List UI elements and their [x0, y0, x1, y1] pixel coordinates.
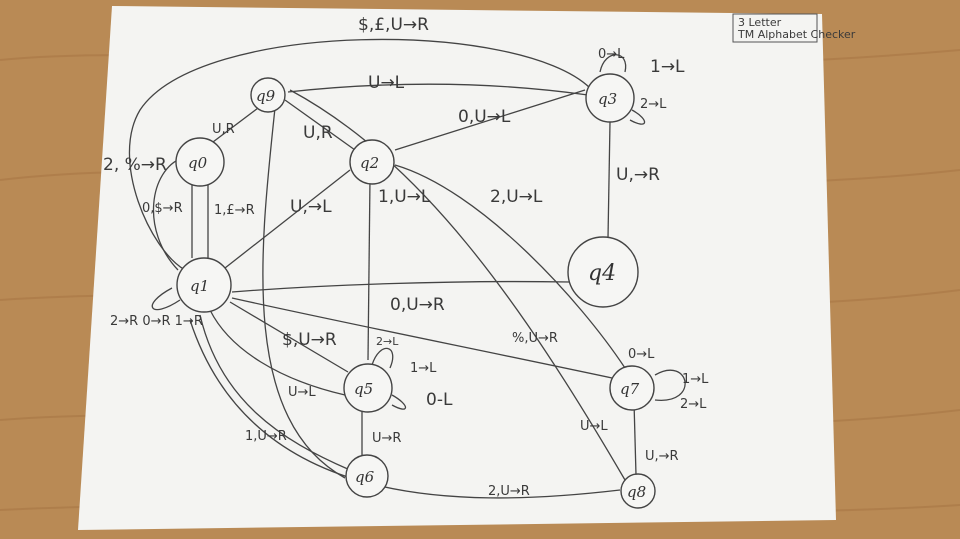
edge-q8-q9: [289, 89, 626, 481]
label-q8-q1: 2,U→R: [488, 484, 530, 499]
edge-q2-q5: [367, 177, 371, 361]
edge-q6-q1: [199, 314, 351, 471]
label-q3-loop-0: 0→L: [598, 47, 625, 62]
loop-q7: [654, 369, 686, 401]
state-q0: q0: [175, 137, 225, 187]
edge-q1-q0: [152, 157, 183, 271]
state-q5-label: q5: [354, 380, 373, 398]
label-q7-loop-1: 1→L: [682, 372, 709, 387]
state-q6-label: q6: [355, 468, 375, 486]
state-q4-label: q4: [588, 261, 616, 286]
edge-q2-q3: [394, 89, 586, 151]
label-q5-q1: U→L: [288, 385, 316, 400]
edge-q3-q4: [607, 121, 611, 239]
label-q3-loop-2: 2→L: [640, 97, 667, 112]
state-q0-label: q0: [188, 154, 208, 172]
label-q8-q9: U→L: [580, 419, 608, 434]
label-q1-q0: 2, %→R: [103, 155, 167, 175]
state-q3: q3: [585, 73, 635, 123]
label-q2-q5: 1,U→L: [378, 187, 431, 207]
edge-q9-q6: [262, 107, 346, 479]
label-q2-q7: 2,U→L: [490, 187, 543, 207]
state-q5: q5: [343, 363, 393, 413]
label-q6-q1: 1,U→R: [245, 429, 287, 444]
loop-q5-right: [391, 394, 407, 410]
edge-q4-q1: [231, 280, 571, 293]
note-line-2: TM Alphabet Checker: [737, 28, 856, 41]
transition-labels: $,£,U→R U,R 0,$→R 1,£→R 2, %→R U,→L U,R …: [103, 15, 709, 499]
state-q1: q1: [176, 257, 232, 313]
edge-q1-q5: [229, 301, 349, 373]
edge-q2-q9: [284, 99, 356, 151]
label-q3-q4: U,→R: [616, 165, 660, 185]
edge-q3-q9: [287, 83, 589, 96]
edge-q5-q1: [209, 309, 346, 396]
edge-q2-q7: [394, 164, 626, 369]
label-q5-loop-0: 0-L: [426, 390, 453, 410]
label-q7-q1: %,U→R: [512, 331, 558, 346]
loop-q3-right: [629, 109, 646, 125]
state-q8: q8: [620, 473, 656, 509]
state-q1-label: q1: [190, 277, 209, 295]
state-q4: q4: [567, 236, 639, 308]
edge-q1-q2: [224, 169, 351, 269]
edge-q7-q1: [231, 297, 613, 379]
label-q3-q9: U→L: [368, 73, 405, 93]
label-q7-q8: U,→R: [645, 449, 679, 464]
label-q7-loop-0: 0→L: [628, 347, 655, 362]
loop-q5-top: [371, 347, 394, 369]
edge-q0-q9: [204, 104, 263, 149]
note-line-1: 3 Letter: [738, 16, 782, 29]
label-top-loop: $,£,U→R: [358, 15, 429, 35]
transition-edges: [128, 38, 686, 499]
state-q9-label: q9: [256, 87, 276, 105]
state-q3-label: q3: [598, 90, 617, 108]
label-q1-q2: U,→L: [290, 197, 332, 217]
loop-q3: [599, 54, 627, 73]
loop-q1: [151, 287, 181, 311]
state-q6: q6: [345, 454, 389, 498]
label-q0-q1-a: 0,$→R: [142, 201, 183, 216]
corner-note: 3 Letter TM Alphabet Checker: [732, 13, 856, 43]
label-q5-q6: U→R: [372, 431, 401, 446]
label-q1-loops: 2→R 0→R 1→R: [110, 314, 203, 329]
state-q2: q2: [349, 139, 395, 185]
label-q3-loop-1: 1→L: [650, 57, 685, 77]
state-q2-label: q2: [360, 154, 379, 172]
label-q1-q5: $,U→R: [282, 330, 337, 350]
label-q0-q1-b: 1,£→R: [214, 203, 255, 218]
state-q9: q9: [250, 77, 286, 113]
edge-q7-q8: [633, 401, 637, 476]
label-q5-loop-2: 2→L: [376, 335, 399, 348]
label-q5-loop-1: 1→L: [410, 361, 437, 376]
label-q4-q1: 0,U→R: [390, 295, 445, 315]
states: q9 q0 q1 q2 q3 q4 q5 q6: [175, 73, 656, 509]
label-q0-q9: U,R: [212, 122, 235, 137]
label-q2-q3: 0,U→L: [458, 107, 511, 127]
state-q7: q7: [609, 365, 655, 411]
state-q7-label: q7: [620, 380, 640, 398]
label-q7-loop-2: 2→L: [680, 397, 707, 412]
state-q8-label: q8: [627, 483, 646, 501]
label-q2-q9: U,R: [303, 123, 333, 143]
edge-q3-q1-top: [128, 38, 591, 271]
